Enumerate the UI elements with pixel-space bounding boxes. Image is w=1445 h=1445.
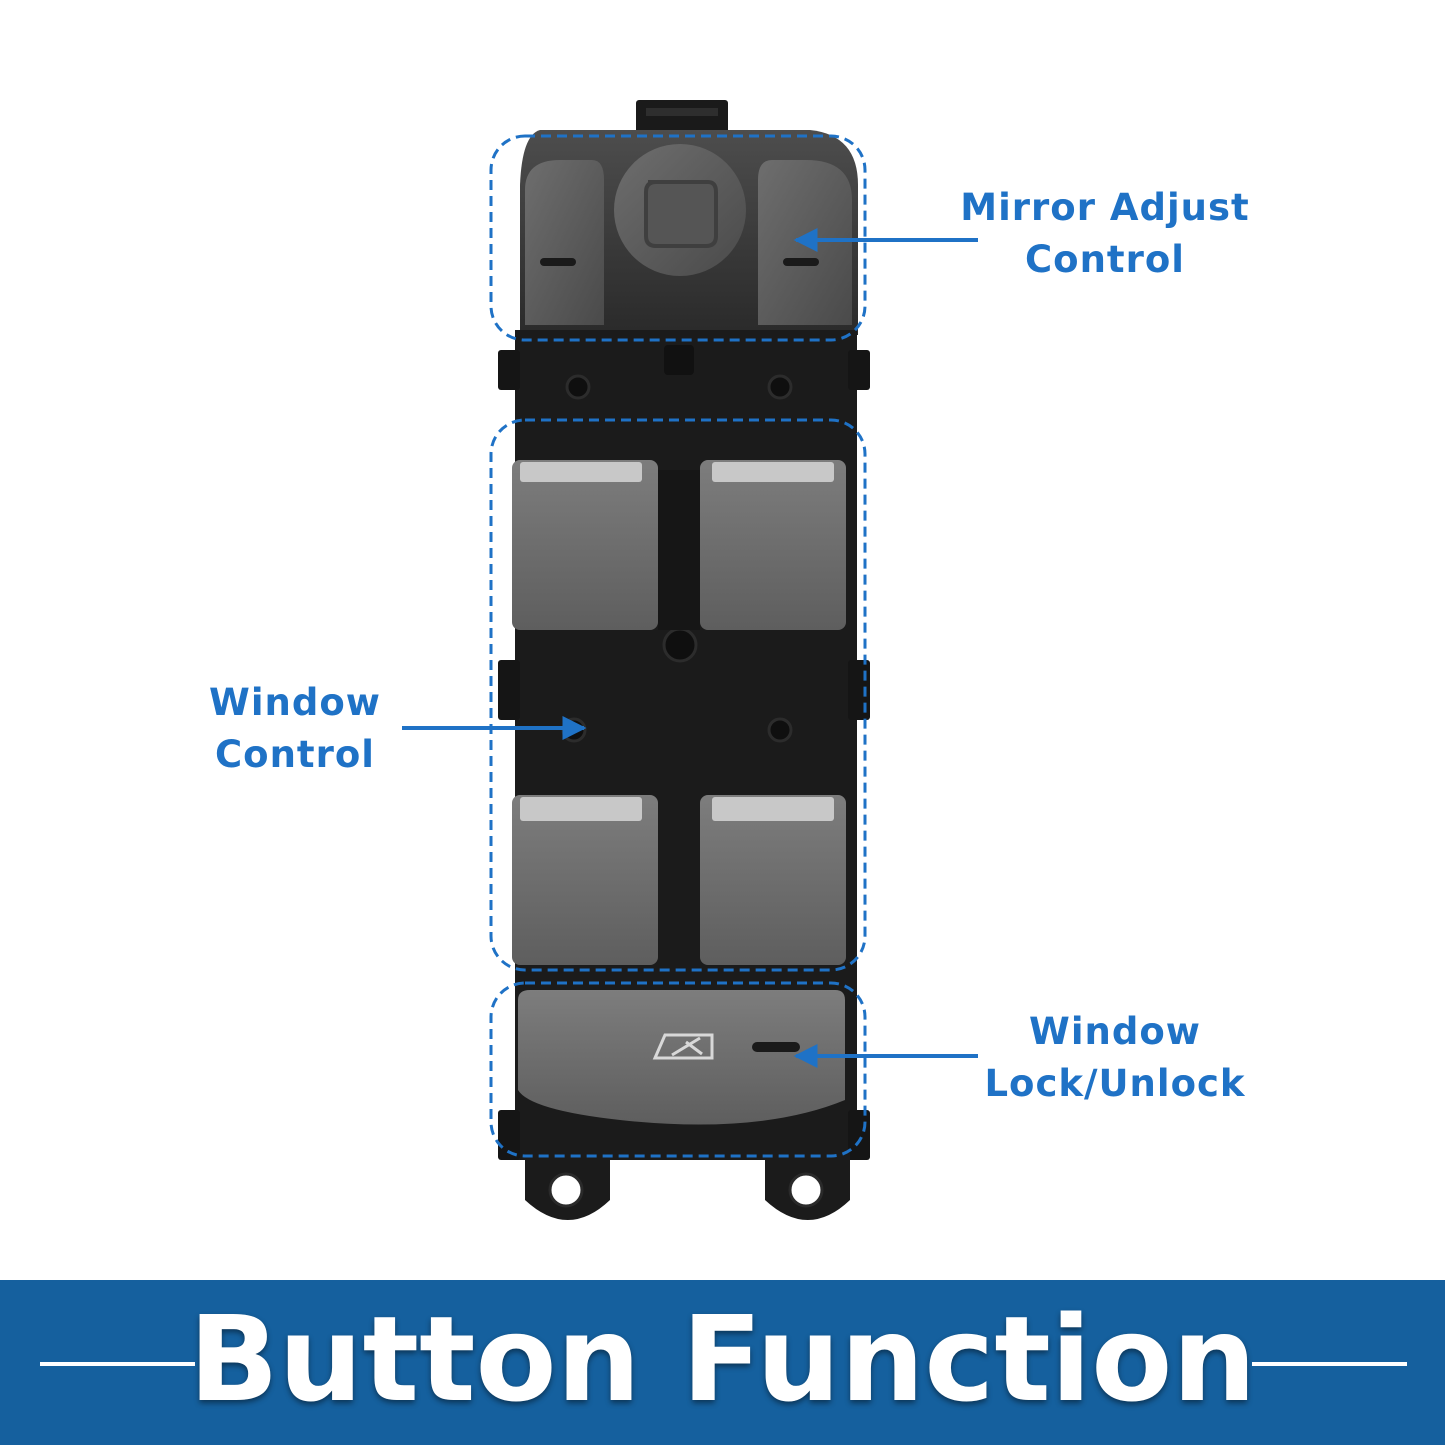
switch-divider <box>658 470 700 630</box>
window-control-callout: Window Control <box>195 677 395 781</box>
banner-title: Button Function <box>188 1290 1257 1428</box>
callout-line: Control <box>1025 238 1185 281</box>
mirror-control-highlight <box>489 134 867 342</box>
banner-rule-right <box>1252 1362 1407 1366</box>
window-control-highlight <box>489 418 867 972</box>
callout-line: Mirror Adjust <box>960 186 1250 229</box>
window-lock-callout: Window Lock/Unlock <box>965 1006 1265 1110</box>
window-lock-button[interactable] <box>518 990 845 1125</box>
callout-line: Control <box>215 733 375 776</box>
window-switch-panel-illustration <box>402 100 978 1220</box>
mirror-fold-button-left[interactable] <box>525 160 604 325</box>
mirror-fold-button-right[interactable] <box>758 160 852 325</box>
window-switch-rear-right[interactable] <box>700 795 846 965</box>
title-banner: Button Function <box>0 1280 1445 1445</box>
mirror-adjust-callout: Mirror Adjust Control <box>955 182 1255 286</box>
lock-control-highlight <box>489 981 867 1158</box>
callout-line: Window <box>209 681 381 724</box>
mirror-adjust-joystick[interactable] <box>614 144 746 276</box>
window-switch-rear-left[interactable] <box>512 795 658 965</box>
window-lock-icon <box>652 1033 714 1060</box>
window-switch-front-right[interactable] <box>700 460 846 630</box>
callout-line: Window <box>1029 1010 1201 1053</box>
window-switch-front-left[interactable] <box>512 460 658 630</box>
lock-indicator-led <box>752 1042 800 1052</box>
callout-line: Lock/Unlock <box>984 1062 1246 1105</box>
banner-rule-left <box>40 1362 195 1366</box>
